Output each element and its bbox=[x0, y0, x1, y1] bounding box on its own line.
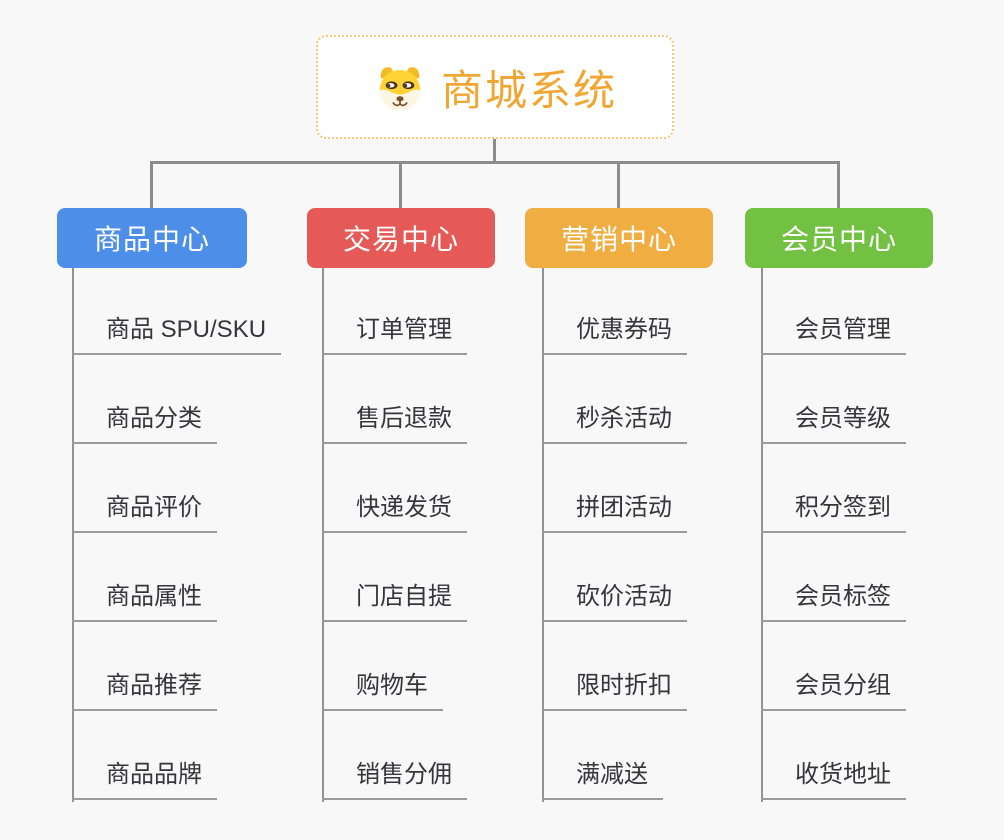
connector-root-stub bbox=[493, 138, 496, 162]
child-node[interactable]: 优惠券码 bbox=[542, 315, 687, 355]
connector-trunk-branch-3 bbox=[542, 268, 544, 802]
branch-label: 营销中心 bbox=[560, 224, 677, 255]
child-node[interactable]: 购物车 bbox=[322, 671, 443, 711]
child-node[interactable]: 订单管理 bbox=[322, 315, 467, 355]
child-node[interactable]: 会员分组 bbox=[761, 671, 906, 711]
child-node[interactable]: 销售分佣 bbox=[322, 760, 467, 800]
child-node[interactable]: 满减送 bbox=[542, 760, 663, 800]
child-node[interactable]: 商品品牌 bbox=[72, 760, 217, 800]
connector-trunk-branch-2 bbox=[322, 268, 324, 802]
branch-node-member-center[interactable]: 会员中心 bbox=[745, 208, 933, 268]
root-node-label: 商城系统 bbox=[440, 66, 617, 114]
child-node[interactable]: 会员等级 bbox=[761, 404, 906, 444]
branch-label: 交易中心 bbox=[342, 224, 459, 255]
root-node[interactable]: 商城系统 bbox=[316, 35, 674, 139]
connector-drop-branch-3 bbox=[617, 161, 620, 208]
connector-drop-branch-4 bbox=[837, 161, 840, 208]
connector-trunk-branch-1 bbox=[72, 268, 74, 802]
dog-face-icon bbox=[379, 67, 421, 111]
connector-drop-branch-1 bbox=[150, 161, 153, 208]
child-node[interactable]: 商品 SPU/SKU bbox=[72, 315, 282, 355]
child-node[interactable]: 拼团活动 bbox=[542, 493, 687, 533]
child-node[interactable]: 会员标签 bbox=[761, 582, 906, 622]
child-node[interactable]: 限时折扣 bbox=[542, 671, 687, 711]
branch-node-trade-center[interactable]: 交易中心 bbox=[307, 208, 495, 268]
child-node[interactable]: 快递发货 bbox=[322, 493, 467, 533]
connector-horizontal-spine bbox=[150, 161, 839, 164]
child-node[interactable]: 商品推荐 bbox=[72, 671, 217, 711]
branch-node-marketing-center[interactable]: 营销中心 bbox=[525, 208, 713, 268]
child-node[interactable]: 积分签到 bbox=[761, 493, 906, 533]
child-node[interactable]: 商品评价 bbox=[72, 493, 217, 533]
child-node[interactable]: 商品属性 bbox=[72, 582, 217, 622]
connector-drop-branch-2 bbox=[399, 161, 402, 208]
branch-node-product-center[interactable]: 商品中心 bbox=[57, 208, 247, 268]
child-node[interactable]: 门店自提 bbox=[322, 582, 467, 622]
child-node[interactable]: 秒杀活动 bbox=[542, 404, 687, 444]
child-node[interactable]: 售后退款 bbox=[322, 404, 467, 444]
child-node[interactable]: 砍价活动 bbox=[542, 582, 687, 622]
child-node[interactable]: 收货地址 bbox=[761, 760, 906, 800]
branch-label: 商品中心 bbox=[93, 224, 210, 255]
child-node[interactable]: 会员管理 bbox=[761, 315, 906, 355]
connector-trunk-branch-4 bbox=[761, 268, 763, 802]
child-node[interactable]: 商品分类 bbox=[72, 404, 217, 444]
branch-label: 会员中心 bbox=[780, 224, 897, 255]
